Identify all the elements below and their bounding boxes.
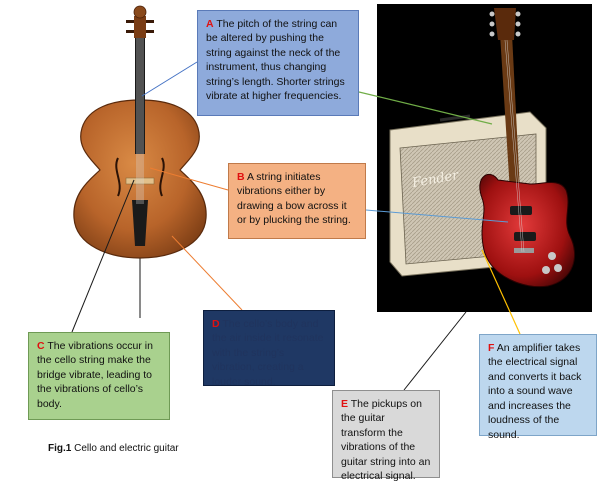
figure-caption-text: Cello and electric guitar [74,443,179,454]
connector-e [403,311,467,391]
callout-d-letter: D [212,318,220,330]
connector-c [71,179,135,333]
cello-image [73,5,207,318]
connector-b-guitar [365,209,509,223]
callout-f-text: An amplifier takes the electrical signal… [488,342,582,441]
callout-e-letter: E [341,398,349,410]
callout-e: E The pickups on the guitar transform th… [332,390,440,482]
callout-d-text: The cello’s body and the air inside it r… [212,318,324,388]
callout-f: F An amplifier takes the electrical sign… [479,334,597,441]
guitar-amp-photo: Fender [377,4,592,312]
callout-a-text: The pitch of the string can be altered b… [206,18,345,103]
figure-caption-label: Fig.1 [48,443,72,454]
callout-f-letter: F [488,342,495,354]
callout-c-text: The vibrations occur in the cello string… [37,340,153,410]
callout-a-letter: A [206,18,214,30]
callout-b: B A string initiates vibrations either b… [228,163,366,239]
connector-a-cello [141,61,198,97]
figure-caption: Fig.1 Cello and electric guitar [48,443,179,454]
callout-c-letter: C [37,340,45,352]
connector-a-guitar [358,91,493,125]
connector-d [171,235,243,311]
callout-c: C The vibrations occur in the cello stri… [28,332,170,420]
connector-f [481,249,521,335]
callout-e-text: The pickups on the guitar transform the … [341,398,431,483]
callout-b-text: A string initiates vibrations either by … [237,171,351,227]
connector-b-cello [149,167,229,191]
callout-d: D The cello’s body and the air inside it… [203,310,335,388]
callout-b-letter: B [237,171,245,183]
callout-a: A The pitch of the string can be altered… [197,10,359,116]
